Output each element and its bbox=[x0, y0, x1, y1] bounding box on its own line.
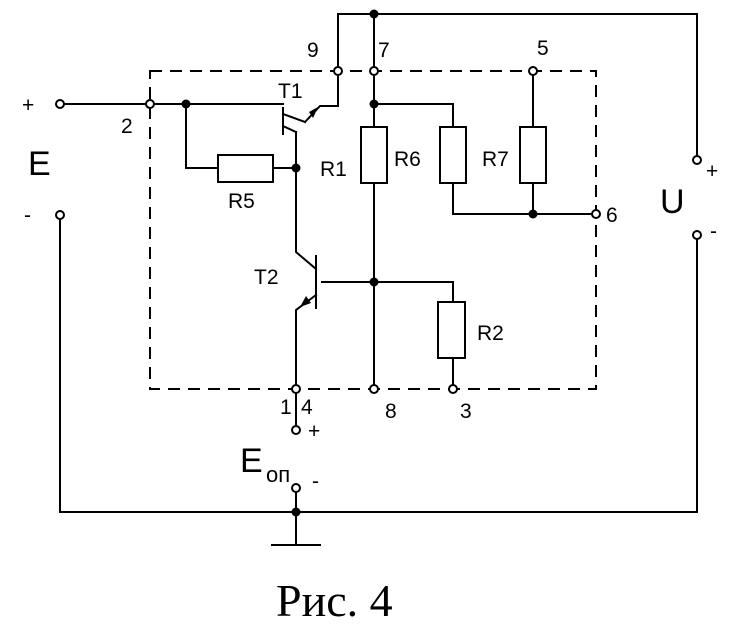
figure-caption: Рис. 4 bbox=[276, 575, 393, 626]
source-u-minus: - bbox=[710, 220, 717, 243]
pin-6-label: 6 bbox=[606, 204, 618, 227]
pin-3-label: 3 bbox=[460, 400, 472, 423]
source-u-label: U bbox=[660, 183, 685, 221]
resistor-r5 bbox=[217, 154, 274, 183]
pin-9-label: 9 bbox=[307, 39, 319, 62]
source-eop-plus: + bbox=[308, 420, 320, 443]
source-u-plus: + bbox=[706, 160, 718, 183]
pin-1-label: 1 bbox=[280, 396, 292, 419]
label-t2: T2 bbox=[254, 266, 279, 289]
source-e-plus: + bbox=[22, 94, 34, 117]
source-eop-minus: - bbox=[312, 470, 319, 493]
resistor-r7 bbox=[519, 126, 547, 184]
pin-4-label: 4 bbox=[301, 396, 313, 419]
transistor-t1 bbox=[277, 103, 318, 135]
label-t1: T1 bbox=[278, 80, 303, 103]
source-eop-subscript: оп bbox=[266, 462, 290, 487]
source-e-label: E bbox=[28, 145, 51, 183]
label-r5: R5 bbox=[228, 190, 255, 213]
wires bbox=[59, 13, 698, 546]
label-r1: R1 bbox=[320, 158, 347, 181]
terminals bbox=[55, 66, 702, 493]
pin-2-label: 2 bbox=[121, 115, 133, 138]
pin-5-label: 5 bbox=[537, 37, 549, 60]
pin-8-label: 8 bbox=[385, 400, 397, 423]
pin-7-label: 7 bbox=[378, 39, 390, 62]
resistor-r6 bbox=[439, 126, 467, 184]
junctions bbox=[181, 9, 538, 517]
label-r2: R2 bbox=[477, 322, 504, 345]
resistor-r1 bbox=[360, 126, 388, 184]
source-e-minus: - bbox=[24, 204, 31, 227]
resistor-r2 bbox=[437, 301, 466, 359]
label-r7: R7 bbox=[482, 148, 509, 171]
label-r6: R6 bbox=[394, 148, 421, 171]
source-eop-label: E bbox=[240, 442, 263, 480]
transistor-t2 bbox=[300, 255, 317, 309]
